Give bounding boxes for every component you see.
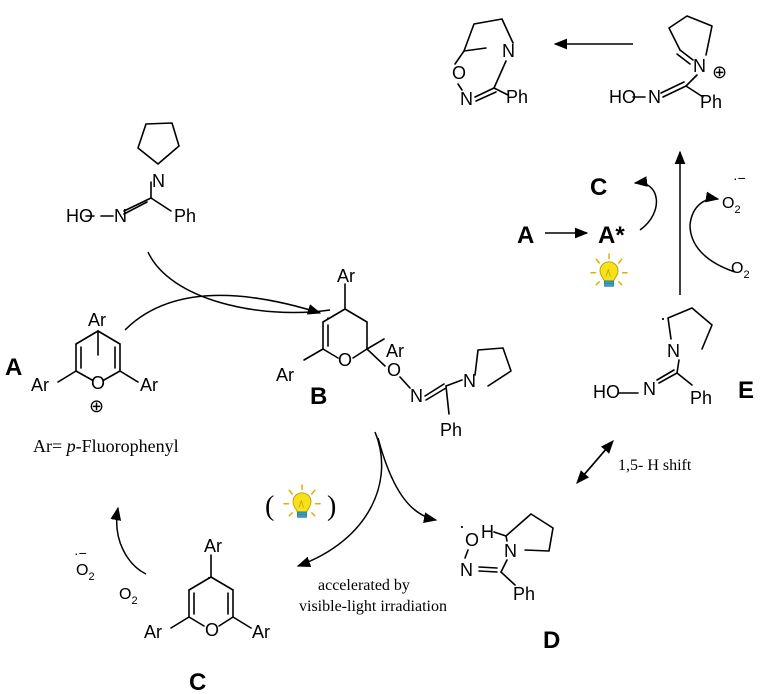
pyranyl-radical-C: Ar · O Ar Ar C <box>144 536 270 694</box>
aryl-right-label-C: Ar <box>252 622 270 642</box>
right-parenthesis: ) <box>327 491 336 522</box>
label-E: E <box>738 377 754 404</box>
aryl-left-label-C: Ar <box>144 622 162 642</box>
lightbulb-icon <box>590 253 628 287</box>
phenyl-label: Ph <box>174 206 196 226</box>
superoxide-left: O2 <box>76 562 95 583</box>
label-A-star: A* <box>598 222 625 249</box>
aryl-top-label-A: Ar <box>88 310 106 330</box>
amidoxime-substrate: N N HO Ph <box>66 122 196 226</box>
imine-nitrogen-label-D: N <box>460 560 473 580</box>
superoxide-charge-right: ·− <box>733 170 746 186</box>
oxygen-reduction-left: O2 ·− O2 <box>74 506 147 607</box>
accelerated-annotation-line1: accelerated by <box>318 577 410 594</box>
label-A-top: A <box>517 222 534 249</box>
iminoxyl-radical-D: H N N O · Ph D <box>459 513 560 654</box>
aryl-top-label-C: Ar <box>204 536 222 556</box>
positive-charge-A: ⊕ <box>89 396 104 416</box>
phenyl-label-D: Ph <box>513 584 535 604</box>
radical-dot-D: · <box>459 516 465 536</box>
imine-nitrogen-label-E: N <box>643 379 656 399</box>
amine-nitrogen-label-E: N <box>667 341 680 361</box>
pyrylium-cation-A: A Ar O ⊕ Ar Ar Ar= p-Fluorophenyl <box>5 310 179 456</box>
amine-nitrogen-label: N <box>152 171 165 191</box>
label-C-top: C <box>590 174 607 201</box>
iminium-cation: N ⊕ N HO Ph <box>609 15 727 112</box>
photo-cycle-labels: A A* C O2 ·− O2 <box>517 170 750 281</box>
lightbulb-icon <box>283 484 321 518</box>
product-oxygen-label: O <box>452 63 466 83</box>
iminium-phenyl-label: Ph <box>700 92 722 112</box>
product-amine-nitrogen-label: N <box>502 41 515 61</box>
dioxygen-left: O2 <box>119 586 138 607</box>
oxygen-label-D: O <box>465 530 479 550</box>
imine-nitrogen-label: N <box>114 206 127 226</box>
aryl-right-label-B: Ar <box>386 341 404 361</box>
aryl-definition: Ar= p-Fluorophenyl <box>33 436 179 456</box>
iminium-hydroxyl-label: HO <box>609 87 636 107</box>
accelerated-annotation-line2: visible-light irradiation <box>299 598 447 615</box>
oxadiazoline-product: O N N Ph <box>452 18 528 109</box>
label-C-bottom: C <box>189 669 206 694</box>
hydrogen-label-D: H <box>481 522 494 542</box>
amine-nitrogen-label-D: N <box>504 541 517 561</box>
aryl-right-label-A: Ar <box>140 375 158 395</box>
adduct-B: Ar Ar Ar O O B N N Ph <box>276 266 512 440</box>
phenyl-label-E: Ph <box>690 388 712 408</box>
iminium-charge: ⊕ <box>712 62 727 82</box>
oxygen-label-A: O <box>91 373 105 393</box>
cycle-arrows <box>124 38 736 567</box>
oxime-oxygen-label-B: O <box>387 360 401 380</box>
superoxide-charge-left: ·− <box>74 545 87 561</box>
h-shift-annotation: 1,5- H shift <box>618 457 692 474</box>
aryl-top-label-B: Ar <box>337 266 355 286</box>
dioxygen-right: O2 <box>731 260 750 281</box>
hydroxyl-label: HO <box>66 206 93 226</box>
phenyl-label-B: Ph <box>440 420 462 440</box>
left-parenthesis: ( <box>265 491 274 522</box>
product-phenyl-label: Ph <box>506 87 528 107</box>
ring-oxygen-label-B: O <box>338 350 352 370</box>
radical-dot-C: · <box>206 567 212 587</box>
label-B: B <box>310 383 327 410</box>
label-D: D <box>543 627 560 654</box>
product-imine-nitrogen-label: N <box>460 89 473 109</box>
hydroxyl-label-E: HO <box>593 382 620 402</box>
oxygen-label-C: O <box>205 620 219 640</box>
aryl-left-label-B: Ar <box>276 365 294 385</box>
iminium-imine-nitrogen-label: N <box>648 87 661 107</box>
aryl-left-label-A: Ar <box>31 375 49 395</box>
alkyl-radical-E: · N N HO Ph E <box>593 307 754 408</box>
radical-dot-E: · <box>660 308 666 328</box>
amine-nitrogen-label-B: N <box>463 371 476 391</box>
iminium-nitrogen-label: N <box>693 56 706 76</box>
imine-nitrogen-label-B: N <box>410 386 423 406</box>
superoxide-right: O2 <box>722 195 741 216</box>
label-A-left: A <box>5 354 22 381</box>
